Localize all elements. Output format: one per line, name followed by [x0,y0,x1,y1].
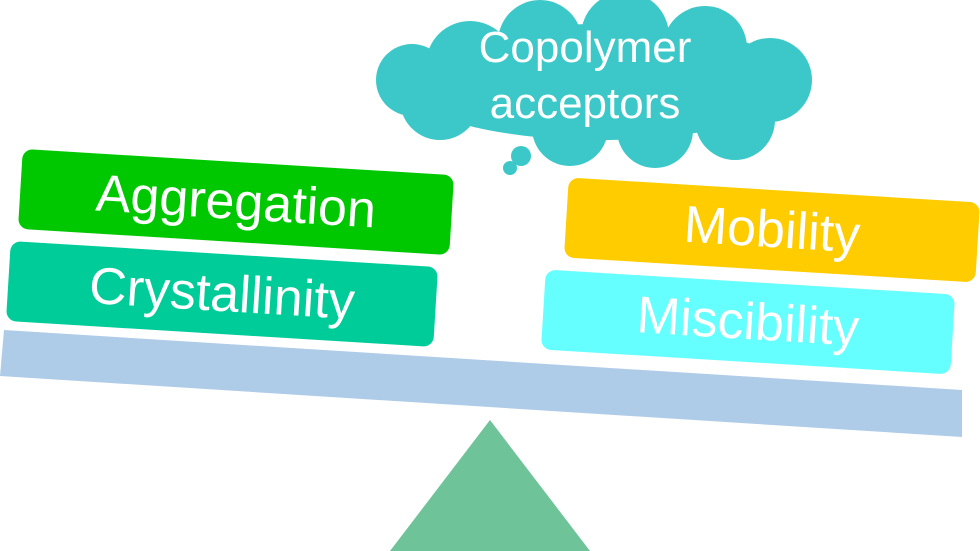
crystallinity-label: Crystallinity [87,256,357,332]
thought-bubble-line2: acceptors [489,79,681,128]
mobility-label: Mobility [682,195,862,265]
aggregation-label: Aggregation [94,164,378,240]
thought-bubble-text: Copolymer acceptors [440,20,730,132]
thought-bubble-line1: Copolymer [478,23,692,72]
balance-beam [0,330,962,437]
thought-cloud [376,0,812,168]
miscibility-label: Miscibility [635,286,861,358]
fulcrum [390,420,590,551]
thought-cloud-tail [503,146,531,175]
